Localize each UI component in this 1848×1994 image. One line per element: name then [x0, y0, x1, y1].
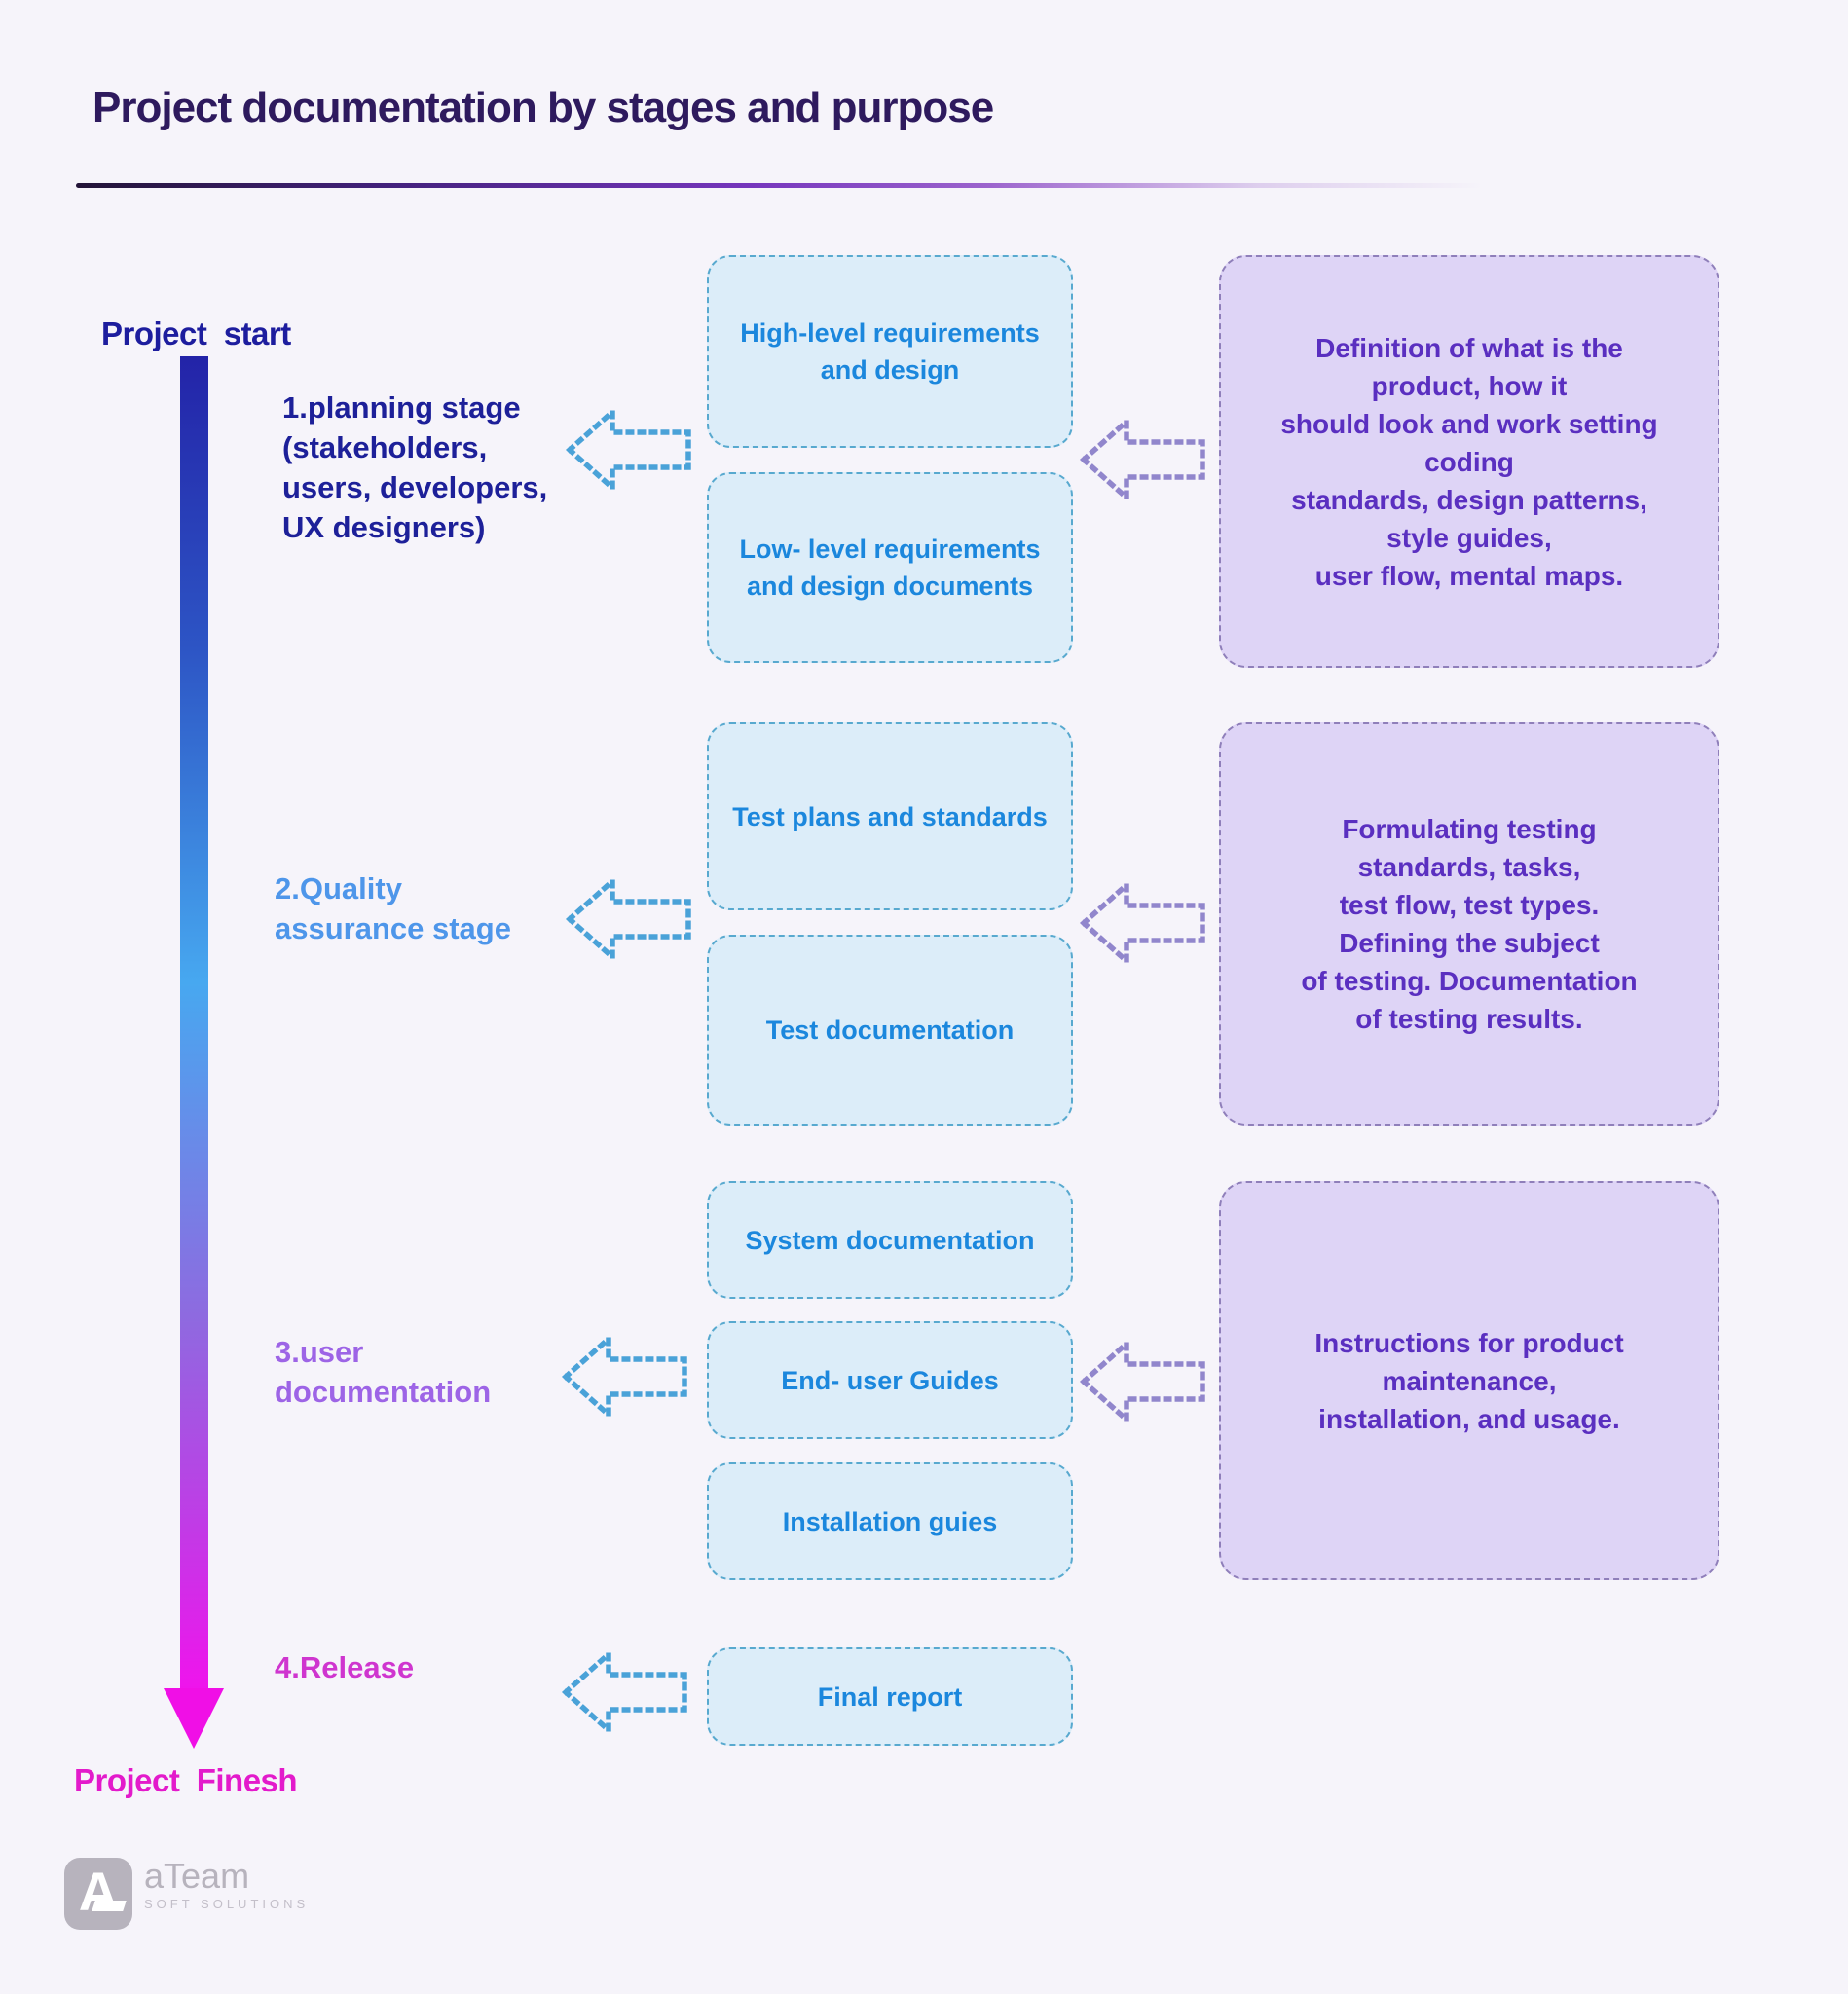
doc-box-label: Low- level requirements and design docum… — [739, 535, 1041, 601]
doc-box-label: Test documentation — [765, 1015, 1015, 1045]
left-arrow-icon — [1079, 415, 1205, 504]
doc-box-installation-guides: Installation guies — [707, 1462, 1073, 1580]
left-arrow-icon — [561, 1647, 687, 1737]
logo-subtitle: SOFT SOLUTIONS — [144, 1897, 310, 1911]
left-arrow-icon — [565, 405, 691, 495]
project-finish-label: Project Finesh — [74, 1762, 298, 1798]
doc-box-final-report: Final report — [707, 1647, 1073, 1746]
doc-box-test-plans: Test plans and standards — [707, 722, 1073, 910]
project-start-label: Project start — [101, 315, 291, 351]
left-arrow-icon — [561, 1332, 687, 1422]
doc-box-label: Test plans and standards — [732, 801, 1048, 831]
doc-box-label: Installation guies — [782, 1506, 998, 1536]
purpose-box-user-docs: Instructions for product maintenance, in… — [1219, 1181, 1719, 1580]
doc-box-end-user-guides: End- user Guides — [707, 1321, 1073, 1439]
left-arrow-icon — [1079, 878, 1205, 968]
purpose-box-planning: Definition of what is the product, how i… — [1219, 255, 1719, 668]
doc-box-low-level-requirements: Low- level requirements and design docum… — [707, 472, 1073, 663]
title-underline — [76, 183, 1483, 188]
purpose-text: Definition of what is the product, how i… — [1280, 332, 1658, 591]
doc-box-label: System documentation — [745, 1225, 1035, 1255]
doc-box-label: High-level requirements and design — [740, 318, 1040, 385]
logo-name: aTeam — [144, 1856, 250, 1896]
stage-2-label: 2.Quality assurance stage — [275, 871, 511, 945]
doc-box-system-documentation: System documentation — [707, 1181, 1073, 1299]
doc-box-test-documentation: Test documentation — [707, 935, 1073, 1126]
timeline-arrowhead-icon — [164, 1688, 224, 1749]
doc-box-label: Final report — [817, 1681, 963, 1712]
stage-1-label: 1.planning stage (stakeholders, users, d… — [282, 390, 548, 544]
doc-box-label: End- user Guides — [781, 1365, 999, 1395]
timeline-gradient-bar — [180, 356, 208, 1689]
purpose-text: Instructions for product maintenance, in… — [1314, 1327, 1624, 1434]
purpose-box-qa: Formulating testing standards, tasks, te… — [1219, 722, 1719, 1126]
left-arrow-icon — [565, 874, 691, 964]
purpose-text: Formulating testing standards, tasks, te… — [1301, 814, 1638, 1034]
left-arrow-icon — [1079, 1337, 1205, 1426]
doc-box-high-level-requirements: High-level requirements and design — [707, 255, 1073, 448]
ateam-logo: A aTeam SOFT SOLUTIONS — [64, 1858, 309, 1930]
ateam-logo-icon: A — [64, 1858, 132, 1930]
stage-3-label: 3.user documentation — [275, 1335, 492, 1409]
stage-4-label: 4.Release — [275, 1650, 415, 1684]
page-title: Project documentation by stages and purp… — [92, 84, 994, 131]
